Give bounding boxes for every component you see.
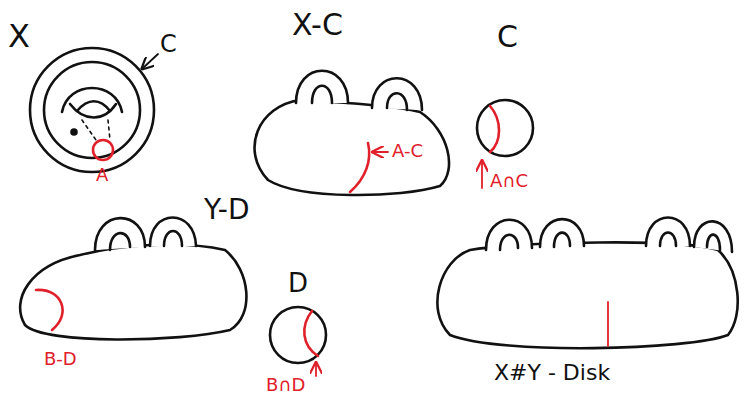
surface-connected-sum (437, 218, 737, 349)
space-label: D (288, 270, 308, 296)
subset-label: A∩C (490, 172, 528, 190)
subset-label: B∩D (266, 376, 305, 394)
space-label: X (8, 20, 30, 52)
disk-d (270, 307, 326, 376)
subset-label: B-D (44, 350, 77, 368)
space-label: X#Y - Disk (494, 362, 610, 384)
surface-x-minus-c (255, 71, 450, 195)
subset-label: A (96, 166, 108, 184)
space-label: C (497, 22, 518, 52)
subset-label: C (160, 32, 177, 56)
surface-y-minus-d (20, 218, 246, 340)
space-label: Y-D (204, 196, 249, 224)
torus-drawing (30, 48, 158, 172)
subset-label: A-C (392, 142, 423, 160)
space-label: X-C (292, 10, 343, 40)
